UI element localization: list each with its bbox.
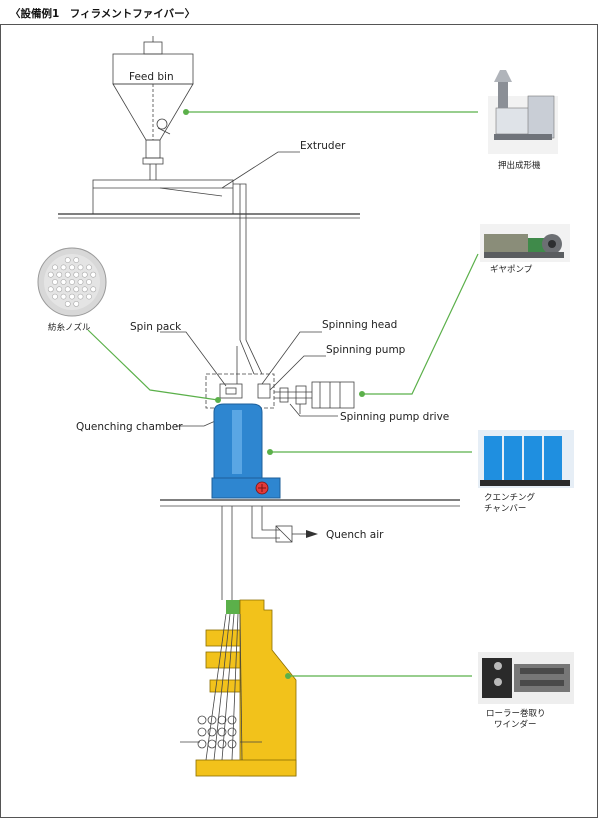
extruder-photo <box>488 70 558 154</box>
nozzle-hole <box>77 293 84 300</box>
nozzle-hole <box>64 286 71 293</box>
winder-photo <box>478 652 574 704</box>
nozzle-hole <box>64 301 71 307</box>
quench-chamber-photo <box>478 430 574 488</box>
label-feed-bin: Feed bin <box>129 71 174 83</box>
nozzle-hole <box>64 271 71 278</box>
label-quenching-chamber: Quenching chamber <box>76 421 183 433</box>
nozzle-hole <box>60 279 67 285</box>
label-spinning-head: Spinning head <box>322 319 397 331</box>
caption-quench-chamber-1: クエンチング <box>484 492 536 503</box>
nozzle-hole <box>47 271 54 278</box>
nozzle-hole <box>60 293 67 300</box>
nozzle-hole <box>52 279 58 285</box>
nozzle-hole <box>56 271 63 278</box>
caption-winder-2: ワインダー <box>494 719 537 730</box>
quenching-chamber <box>211 403 281 499</box>
nozzle-hole <box>73 286 80 293</box>
gear-pump-photo <box>480 224 570 262</box>
nozzle-hole <box>73 257 80 263</box>
feed-bin <box>112 36 194 180</box>
page-title: 〈設備例1 フィラメントファイバー〉 <box>10 8 196 20</box>
nozzle-hole <box>86 279 92 285</box>
quench-air-duct <box>221 506 318 600</box>
nozzle-hole <box>47 286 54 293</box>
nozzle-hole <box>52 293 58 300</box>
label-extruder: Extruder <box>300 140 346 152</box>
nozzle-hole <box>77 279 84 285</box>
nozzle-hole <box>64 257 71 263</box>
nozzle-hole <box>73 301 80 307</box>
nozzle-hole <box>69 264 75 271</box>
nozzle-hole <box>86 264 92 271</box>
label-spin-pack: Spin pack <box>130 321 182 333</box>
nozzle-hole <box>56 286 63 293</box>
spinning-head <box>160 331 355 427</box>
caption-extruder-machine: 押出成形機 <box>498 160 541 171</box>
nozzle-hole <box>60 264 67 271</box>
nozzle-hole <box>81 286 88 293</box>
nozzle-hole <box>77 264 84 271</box>
nozzle-photo <box>37 247 107 317</box>
caption-winder-1: ローラー巻取り <box>486 708 546 719</box>
nozzle-hole <box>90 286 97 293</box>
extruder <box>58 151 360 375</box>
nozzle-hole <box>90 271 97 278</box>
label-spinning-pump: Spinning pump <box>326 344 406 356</box>
label-quench-air: Quench air <box>326 529 384 541</box>
nozzle-hole <box>73 271 80 278</box>
caption-gear-pump: ギヤポンプ <box>490 265 533 275</box>
nozzle-hole <box>52 264 58 271</box>
nozzle-hole <box>81 271 88 278</box>
nozzle-hole <box>69 293 75 300</box>
callout-lines <box>87 109 479 679</box>
caption-nozzle: 紡糸ノズル <box>48 322 91 333</box>
diagram-frame <box>0 24 598 818</box>
nozzle-hole <box>69 279 75 285</box>
roller-winder <box>180 599 297 777</box>
nozzle-hole <box>86 293 92 300</box>
label-spinning-pump-drive: Spinning pump drive <box>340 411 449 423</box>
caption-quench-chamber-2: チャンバー <box>484 504 526 514</box>
